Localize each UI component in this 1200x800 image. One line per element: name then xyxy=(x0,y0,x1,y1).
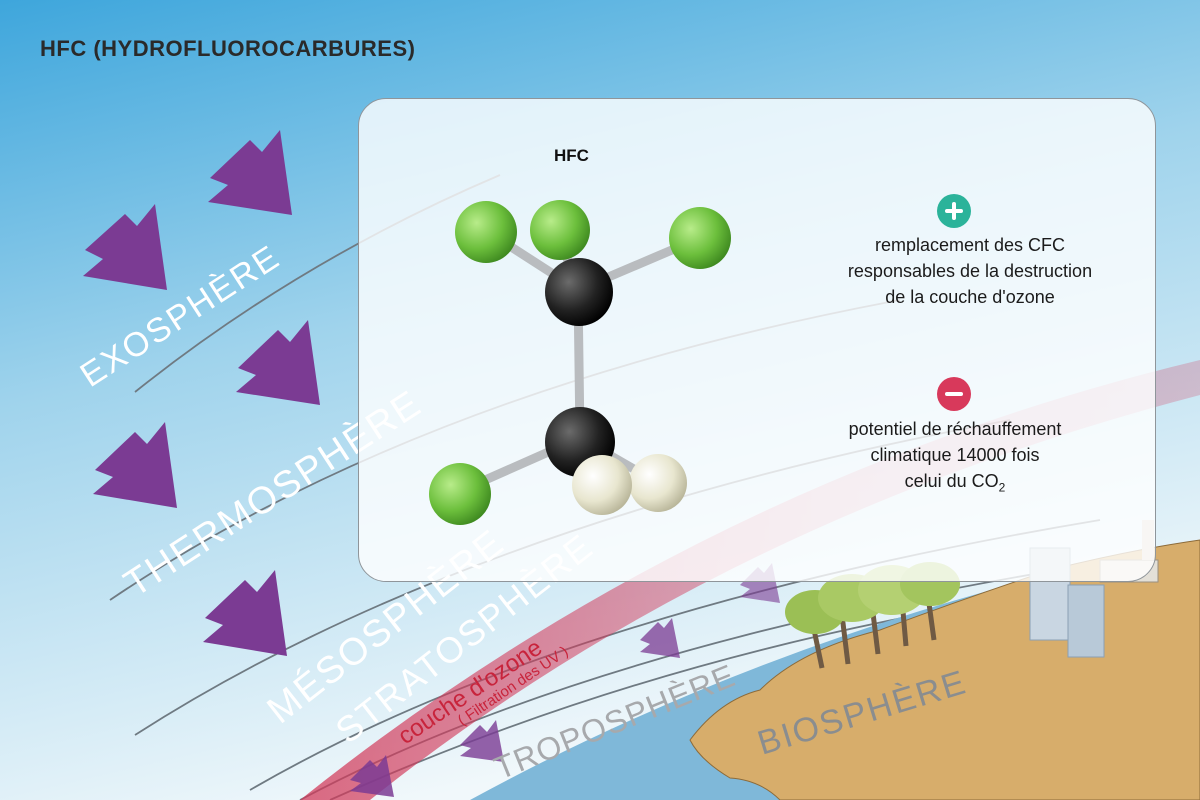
drawback-line: celui du CO2 xyxy=(775,468,1135,501)
plus-circle-icon xyxy=(937,194,971,228)
advantage-line: remplacement des CFC xyxy=(874,235,1066,255)
fluorine-atom xyxy=(429,463,491,525)
forest xyxy=(785,562,960,669)
page-title: HFC (HYDROFLUOROCARBURES) xyxy=(40,36,416,61)
co2-subscript: 2 xyxy=(998,480,1006,495)
uv-arrow xyxy=(83,204,167,290)
uv-arrow xyxy=(93,422,177,508)
drawback-text: potentiel de réchauffement climatique 14… xyxy=(775,416,1135,501)
advantage-line: de la couche d'ozone xyxy=(885,287,1055,307)
minus-circle-icon xyxy=(937,377,971,411)
drawback-line: climatique 14000 fois xyxy=(870,445,1040,465)
uv-arrow xyxy=(208,130,292,215)
advantage-text: remplacement des CFC responsables de la … xyxy=(790,232,1150,310)
fluorine-atom xyxy=(669,207,731,269)
uv-arrow xyxy=(236,320,320,405)
hydrogen-atom xyxy=(629,454,687,512)
fluorine-atom xyxy=(530,200,590,260)
co2-prefix: celui du CO xyxy=(904,471,999,491)
drawback-line: potentiel de réchauffement xyxy=(848,419,1062,439)
molecule-label: HFC xyxy=(554,146,589,165)
uv-arrow xyxy=(203,570,287,656)
carbon-atom xyxy=(545,258,613,326)
advantage-line: responsables de la destruction xyxy=(847,261,1093,281)
fluorine-atom xyxy=(455,201,517,263)
hydrogen-atom xyxy=(572,455,632,515)
uv-arrow xyxy=(640,618,680,658)
uv-arrow xyxy=(350,755,394,797)
uv-arrow xyxy=(460,720,504,762)
info-card xyxy=(358,98,1156,582)
